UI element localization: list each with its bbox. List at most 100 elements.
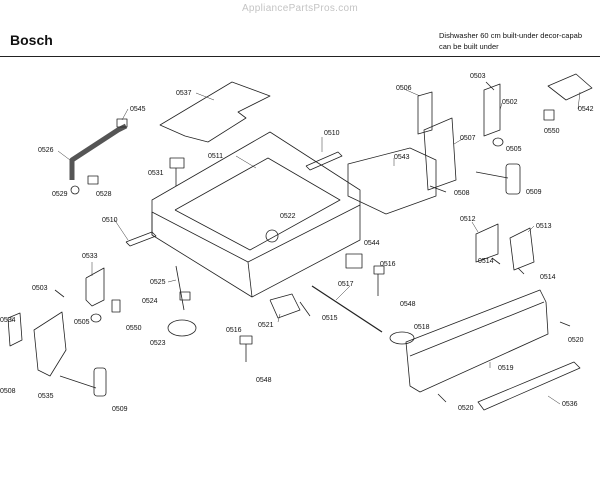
part-label-0505-left: 0505: [74, 319, 90, 326]
part-label-0534: 0534: [0, 317, 16, 324]
part-0519-front-panel: [405, 289, 549, 393]
part-label-0536: 0536: [562, 401, 578, 408]
part-0535-panel: [33, 311, 67, 377]
part-label-0542: 0542: [578, 106, 594, 113]
part-label-0526: 0526: [38, 147, 54, 154]
site-watermark: AppliancePartsPros.com: [241, 3, 359, 14]
leader-0510-left: [113, 218, 129, 241]
part-label-0503-right: 0503: [470, 73, 486, 80]
part-0503-right-screw: [485, 81, 495, 91]
part-label-0503-left: 0503: [32, 285, 48, 292]
leader-0545: [121, 108, 129, 121]
part-0522-port: [265, 229, 279, 243]
part-0536-trim-strip: [477, 361, 581, 411]
part-0537-cover: [159, 81, 271, 143]
part-label-0519: 0519: [498, 365, 514, 372]
model-description-line-1: Dishwasher 60 cm built-under decor-capab: [439, 31, 582, 40]
part-label-0502: 0502: [502, 99, 518, 106]
model-description: Dishwasher 60 cm built-under decor-capab…: [439, 30, 582, 52]
part-label-0510-top: 0510: [324, 130, 340, 137]
part-0521-valve: [269, 293, 301, 319]
leader-0507: [453, 137, 465, 145]
part-0508-right-screw: [429, 185, 447, 193]
part-0518-cap: [389, 331, 415, 345]
part-0516-right-head: [373, 265, 385, 275]
part-0511-base-front: [151, 204, 361, 263]
leader-0513: [527, 225, 535, 233]
part-label-0513: 0513: [536, 223, 552, 230]
part-0512-housing: [475, 223, 499, 263]
part-label-0517: 0517: [338, 281, 354, 288]
part-label-0535: 0535: [38, 393, 54, 400]
part-0511-base-edge: [247, 261, 253, 298]
part-label-0515: 0515: [322, 315, 338, 322]
part-label-0518: 0518: [414, 324, 430, 331]
part-0509-right-cable: [475, 171, 509, 179]
leader-0511: [235, 155, 257, 169]
part-label-0505-right: 0505: [506, 146, 522, 153]
part-label-0544: 0544: [364, 240, 380, 247]
part-label-0550-right: 0550: [544, 128, 560, 135]
part-label-0508-right: 0508: [454, 190, 470, 197]
part-label-0545: 0545: [130, 106, 146, 113]
model-description-line-2: can be built under: [439, 42, 499, 51]
part-label-0509-left: 0509: [112, 406, 128, 413]
leader-0517: [335, 285, 351, 301]
part-0502-bracket: [483, 83, 501, 137]
part-0503-left-screw: [54, 289, 65, 298]
part-0520-right-screw: [559, 321, 571, 327]
leader-0542: [577, 91, 581, 110]
part-0523-impeller: [167, 319, 197, 337]
part-label-0529: 0529: [52, 191, 68, 198]
part-0550-left-clip: [111, 299, 121, 313]
leader-0521: [277, 313, 281, 323]
part-0529-ring: [70, 185, 80, 195]
part-0520-bottom-screw: [437, 393, 447, 403]
header-divider: [0, 56, 600, 57]
part-0544-module: [345, 253, 363, 269]
part-0526-hose: [69, 123, 128, 180]
part-label-0533: 0533: [82, 253, 98, 260]
part-0550-right-clip: [543, 109, 555, 121]
part-label-0543: 0543: [394, 154, 410, 161]
part-0509-right-sensor: [505, 163, 521, 195]
part-label-0537: 0537: [176, 90, 192, 97]
part-0519-panel-edge: [409, 301, 545, 357]
part-0510-strip-left: [125, 231, 157, 247]
part-0528-clip: [87, 175, 99, 185]
part-0515-screw: [299, 301, 311, 317]
part-0524-clip: [179, 291, 191, 301]
part-0505-left-grommet: [90, 313, 102, 323]
leader-0536: [547, 395, 561, 405]
part-0509-left-cable: [59, 375, 97, 389]
brand-title: Bosch: [10, 32, 53, 48]
part-label-0522: 0522: [280, 213, 296, 220]
part-label-0520-bottom: 0520: [458, 405, 474, 412]
part-0510-strip-top: [305, 151, 343, 171]
part-label-0528: 0528: [96, 191, 112, 198]
part-0542-label: [547, 73, 593, 101]
leader-0502: [499, 102, 503, 111]
part-label-0525: 0525: [150, 279, 166, 286]
part-0543-housing: [347, 147, 437, 215]
part-0514-a-link: [491, 257, 501, 265]
part-label-0509-right: 0509: [526, 189, 542, 196]
part-label-0550-left: 0550: [126, 325, 142, 332]
part-0533-bracket: [85, 267, 105, 307]
part-label-0531: 0531: [148, 170, 164, 177]
part-label-0508-left: 0508: [0, 388, 16, 395]
part-label-0514-b: 0514: [540, 274, 556, 281]
leader-0506: [403, 88, 421, 97]
part-label-0548-right: 0548: [400, 301, 416, 308]
part-label-0516-bottom: 0516: [226, 327, 242, 334]
part-label-0523: 0523: [150, 340, 166, 347]
part-0507-bracket: [423, 117, 457, 191]
part-label-0512: 0512: [460, 216, 476, 223]
part-label-0506: 0506: [396, 85, 412, 92]
part-0534-tab: [7, 312, 23, 347]
part-0516-bottom-head: [239, 335, 253, 345]
part-label-0521: 0521: [258, 322, 274, 329]
part-0525-rod: [175, 265, 185, 311]
part-0517-rod: [311, 285, 383, 333]
